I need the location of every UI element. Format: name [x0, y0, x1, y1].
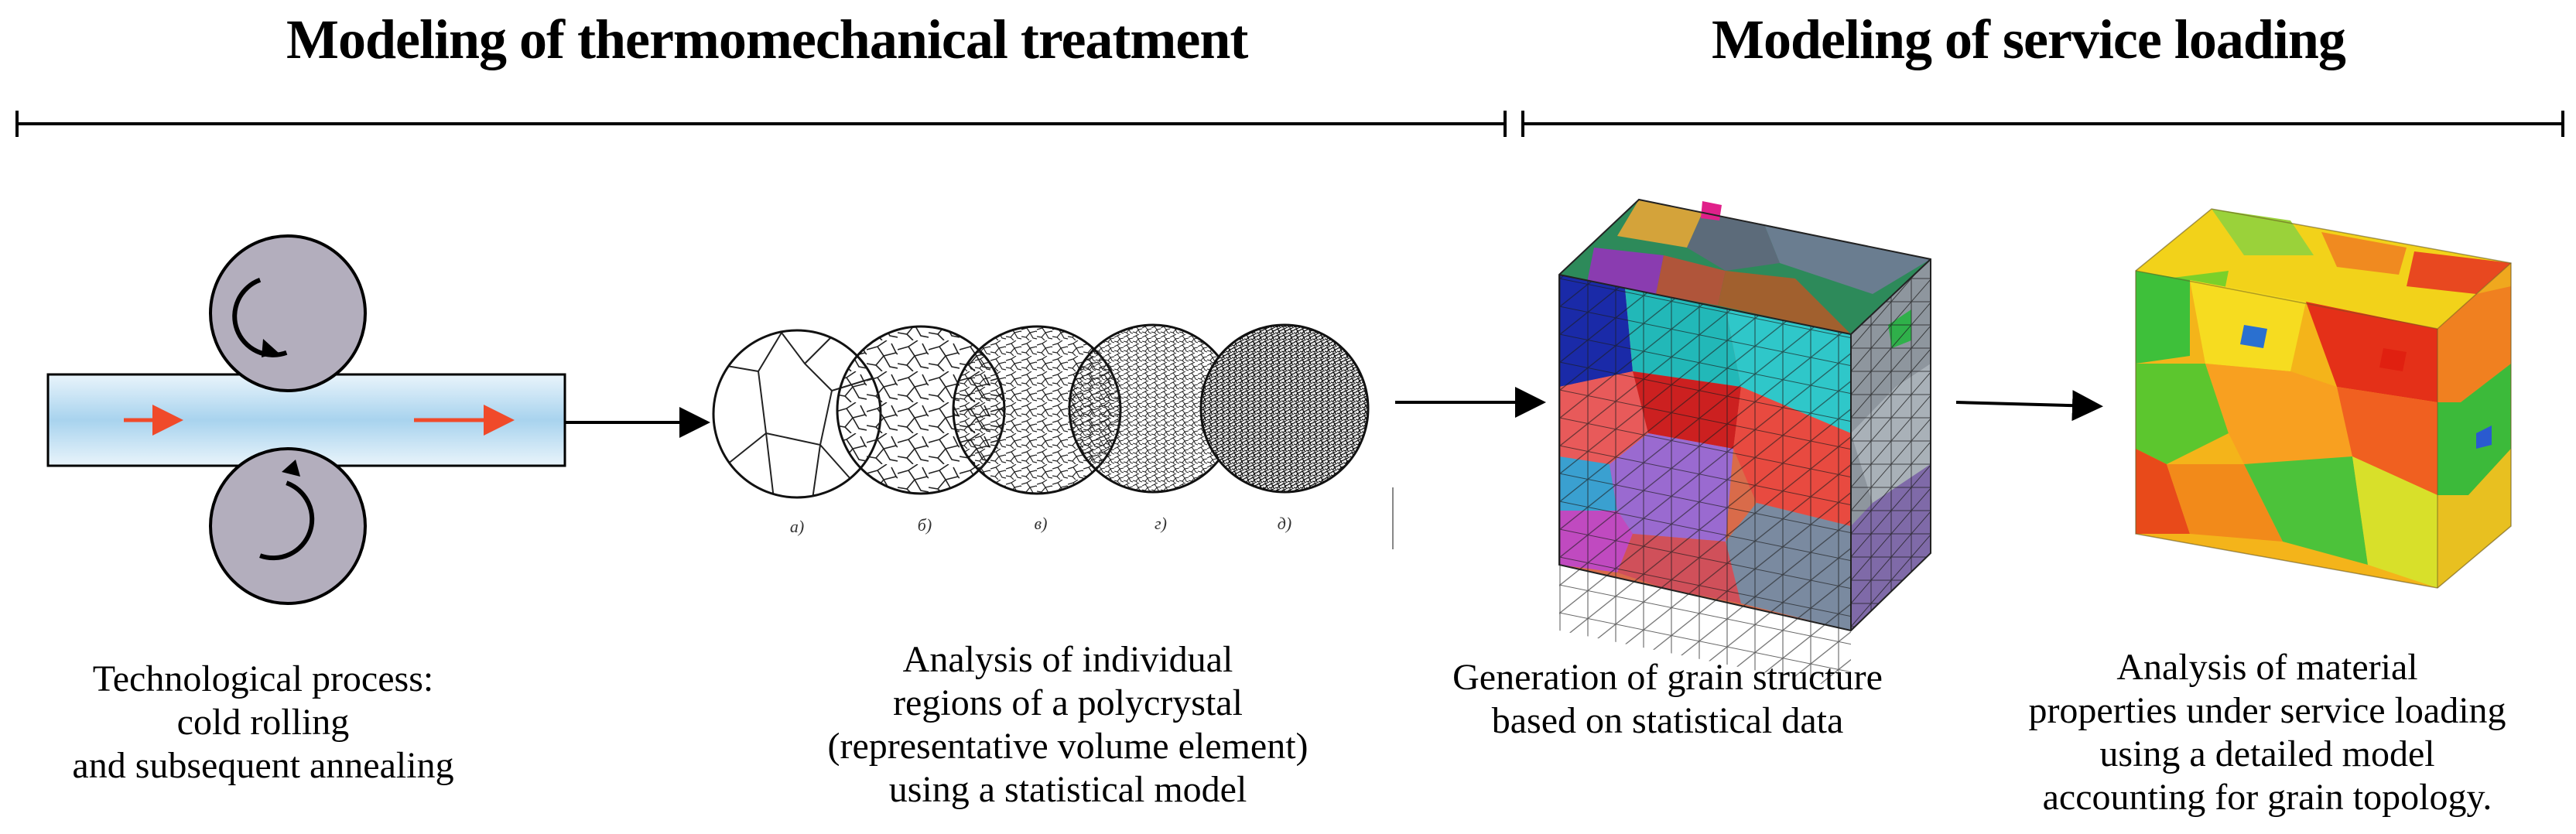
bottom-roller	[209, 447, 367, 605]
bracket-thermomechanical	[15, 111, 1507, 137]
caption-process-line-3: and subsequent annealing	[72, 745, 454, 786]
caption-process-line-1: Technological process:	[92, 658, 434, 699]
rotation-arrowhead-bottom	[282, 460, 300, 477]
caption-service-line-3: using a detailed model	[2099, 733, 2435, 774]
caption-rve-line-3: (representative volume element)	[827, 726, 1309, 767]
caption-process: Technological process: cold rolling and …	[46, 658, 480, 788]
micro-label-a: а)	[790, 517, 804, 536]
micro-label-d: г)	[1155, 514, 1167, 533]
grain-mesh-cube	[1558, 198, 1931, 690]
caption-process-line-2: cold rolling	[176, 702, 350, 743]
micro-label-c: в)	[1035, 514, 1048, 533]
caption-rve-line-4: using a statistical model	[888, 769, 1247, 810]
caption-generation: Generation of grain structure based on s…	[1416, 656, 1919, 743]
caption-rve-line-1: Analysis of individual	[902, 639, 1233, 680]
micrograph-labels: а) б) в) г) д)	[790, 514, 1291, 536]
caption-rve: Analysis of individual regions of a poly…	[789, 638, 1346, 812]
grain-micrograph-series	[712, 323, 1394, 549]
stress-field-cube	[2135, 208, 2512, 589]
caption-generation-line-2: based on statistical data	[1491, 700, 1844, 741]
micrograph-e	[1201, 325, 1368, 492]
micro-label-e: д)	[1278, 514, 1291, 533]
bracket-service	[1521, 111, 2564, 137]
caption-service-line-4: accounting for grain topology.	[2042, 777, 2492, 818]
heading-service: Modeling of service loading	[1712, 9, 2346, 70]
caption-service-analysis: Analysis of material properties under se…	[1981, 646, 2554, 819]
micro-label-b: б)	[918, 515, 932, 535]
caption-generation-line-1: Generation of grain structure	[1452, 657, 1883, 698]
arrow-generation-to-service	[1955, 390, 2103, 422]
rolling-mill-icon	[46, 234, 566, 605]
rotation-arrowhead-top	[262, 339, 279, 357]
caption-rve-line-2: regions of a polycrystal	[893, 682, 1243, 723]
top-roller	[209, 234, 367, 392]
rotation-arrow-bottom-icon	[259, 480, 315, 561]
caption-service-line-1: Analysis of material	[2116, 647, 2418, 688]
heading-thermomechanical: Modeling of thermomechanical treatment	[286, 9, 1248, 70]
caption-service-line-2: properties under service loading	[2028, 690, 2506, 731]
